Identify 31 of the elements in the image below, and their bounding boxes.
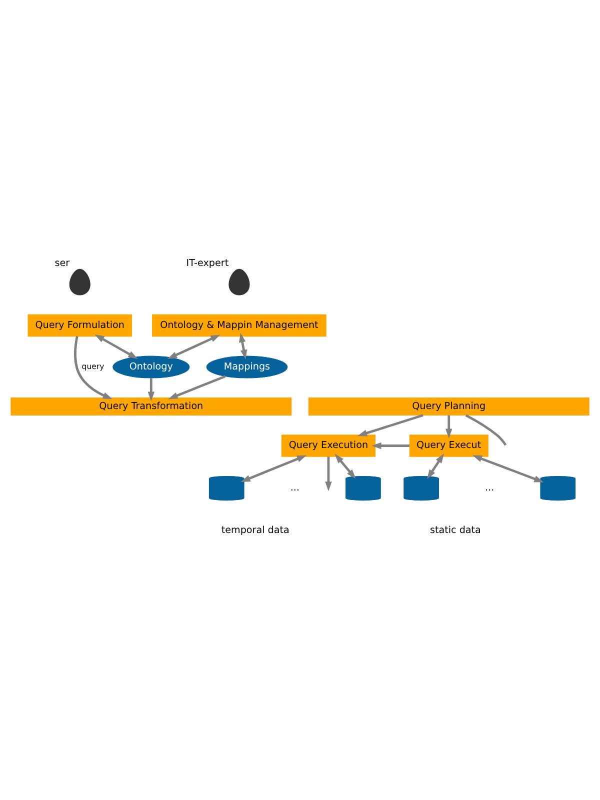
node-person bbox=[228, 268, 250, 296]
arrow bbox=[372, 442, 410, 450]
label: temporal data bbox=[221, 525, 290, 536]
node-ellipse: Ontology bbox=[112, 356, 190, 378]
node-label: ser bbox=[54, 258, 70, 270]
arrow bbox=[240, 455, 307, 482]
arrow bbox=[74, 336, 112, 400]
arrow bbox=[148, 378, 154, 402]
arrow bbox=[334, 454, 356, 479]
arrow bbox=[446, 415, 452, 438]
node-box: Query Transformation bbox=[10, 398, 292, 416]
arrow bbox=[239, 332, 248, 360]
node-box: Ontology & Mappin Management bbox=[152, 314, 326, 337]
label: static data bbox=[430, 525, 481, 536]
node-box: Query Execut bbox=[409, 434, 488, 457]
arrow bbox=[427, 454, 444, 480]
node-box: Query Planning bbox=[308, 398, 590, 416]
label: ... bbox=[290, 482, 300, 494]
arrow bbox=[357, 414, 424, 436]
node-box: Query Execution bbox=[281, 434, 376, 457]
node-person bbox=[69, 268, 90, 296]
arrow bbox=[325, 456, 332, 492]
node-box: Query Formulation bbox=[28, 314, 132, 337]
connector bbox=[465, 414, 507, 446]
arrow bbox=[472, 455, 544, 482]
arrow bbox=[94, 334, 138, 359]
label: ... bbox=[485, 482, 494, 494]
arrow bbox=[168, 375, 226, 400]
node-ellipse: Mappings bbox=[206, 356, 288, 378]
arrow bbox=[167, 334, 220, 360]
node-label: IT-expert bbox=[186, 258, 229, 270]
